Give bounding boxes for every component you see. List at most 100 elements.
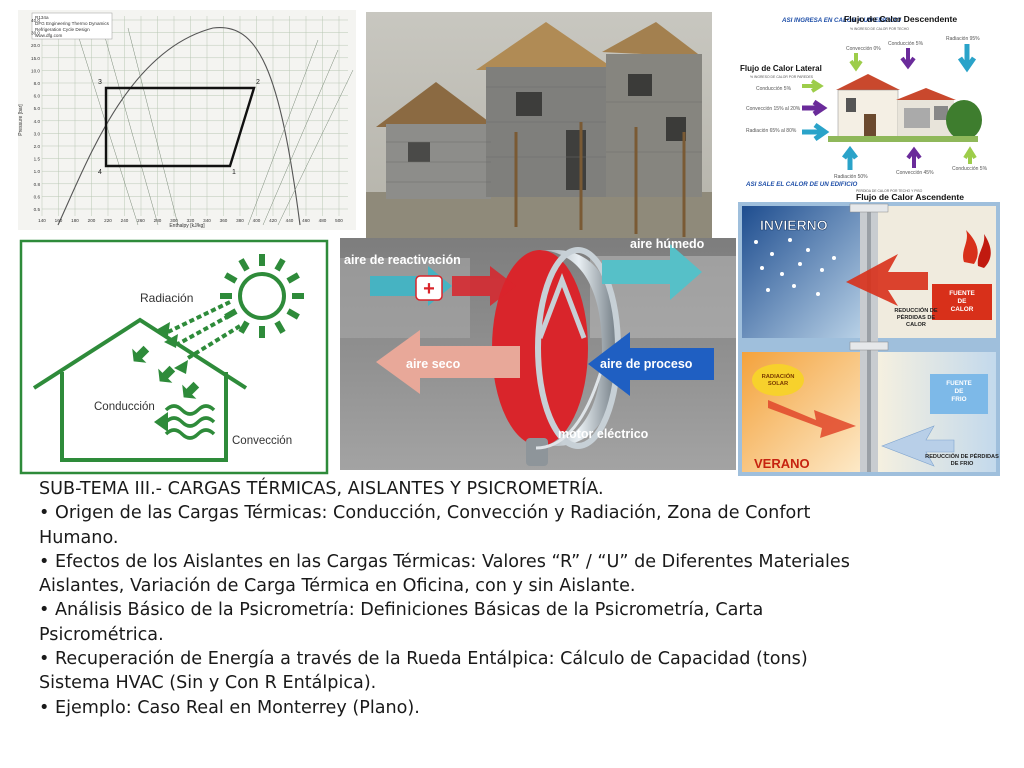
dry-air-label: aire seco <box>406 357 461 371</box>
topic-line: • Origen de las Cargas Térmicas: Conducc… <box>39 503 811 524</box>
heat-lateral-sub: % INGRESO DE CALOR POR PAREDES <box>750 75 814 79</box>
house-photo-svg <box>366 12 712 242</box>
ph-y-tick: 1.0 <box>34 169 41 174</box>
up-label-2: Conducción 5% <box>952 166 988 172</box>
house-diag-svg: Radiación Conducción Convección <box>19 239 329 475</box>
topic-line: • Ejemplo: Caso Real en Monterrey (Plano… <box>39 697 420 718</box>
ph-y-tick: 0.8 <box>34 182 41 187</box>
cycle-outline <box>104 86 256 168</box>
topic-line: • Análisis Básico de la Psicrometría: De… <box>39 600 764 621</box>
topic-line: Humano. <box>39 527 119 548</box>
process-air-arrow <box>588 332 714 396</box>
ph-y-tick: 6.0 <box>34 94 41 99</box>
ph-x-tick: 320 <box>187 218 195 223</box>
wheel-svg: + aire de reactivación aire húmedo aire … <box>340 238 736 470</box>
svg-text:4: 4 <box>98 169 102 176</box>
dry-air-arrow <box>376 330 520 394</box>
reactivation-air-label: aire de reactivación <box>344 253 461 267</box>
up-label-0: Radiación 50% <box>834 174 868 180</box>
convection-label: Convección <box>232 435 292 447</box>
up-label-1: Convección 45% <box>896 170 934 176</box>
svg-text:2: 2 <box>256 79 260 86</box>
ph-x-tick: 160 <box>55 218 63 223</box>
ph-y-tick: 40.0 <box>31 18 40 23</box>
lateral-label-1: Convección 15% al 20% <box>746 106 801 112</box>
ph-y-tick: 30.0 <box>31 31 40 36</box>
topic-line: Psicrométrica. <box>39 624 164 645</box>
house-heat-transfer-diagram: Radiación Conducción Convección <box>18 238 330 476</box>
radiation-label: Radiación <box>140 291 193 305</box>
ph-y-label: Pressure [bar] <box>18 104 24 136</box>
heat-up-title: Flujo de Calor Ascendente <box>856 192 964 202</box>
down-label-2: Radiación 95% <box>946 36 980 42</box>
heat-flow-diagram: ASI INGRESA EN CALOR A UN EDIFICIO Flujo… <box>738 8 1002 204</box>
ph-x-tick: 200 <box>88 218 96 223</box>
ph-x-tick: 400 <box>253 218 261 223</box>
down-label-0: Convección 0% <box>846 46 881 52</box>
heat-flow-svg: ASI INGRESA EN CALOR A UN EDIFICIO Flujo… <box>740 14 988 202</box>
heat-out-title: ASI SALE EL CALOR DE UN EDIFICIO <box>745 181 857 188</box>
topic-line: Sistema HVAC (Sin y Con R Entálpica). <box>39 673 377 694</box>
ph-y-tick: 20.0 <box>31 43 40 48</box>
heat-up-sub: PERDIDA DE CALOR POR TECHO Y PISO <box>856 189 923 193</box>
process-air-label: aire de proceso <box>600 357 693 371</box>
topic-text: SUB-TEMA III.- CARGAS TÉRMICAS, AISLANTE… <box>39 477 999 720</box>
svg-text:1: 1 <box>232 169 236 176</box>
ph-x-tick: 480 <box>319 218 327 223</box>
ph-x-tick: 240 <box>121 218 129 223</box>
ph-y-tick: 1.5 <box>34 157 41 162</box>
subtopic-title: SUB-TEMA III.- CARGAS TÉRMICAS, AISLANTE… <box>39 479 604 499</box>
ph-x-tick: 140 <box>38 218 46 223</box>
heater-icon <box>415 275 443 301</box>
ph-x-tick: 280 <box>154 218 162 223</box>
house-construction-photo <box>366 12 712 242</box>
heat-lateral-title: Flujo de Calor Lateral <box>740 64 822 73</box>
ph-y-tick: 2.0 <box>34 144 41 149</box>
sun-icon <box>238 272 286 320</box>
humid-air-arrow <box>602 244 702 300</box>
humid-air-label: aire húmedo <box>630 238 705 251</box>
ph-y-tick: 10.0 <box>31 68 40 73</box>
enthalpy-wheel-diagram: + aire de reactivación aire húmedo aire … <box>340 238 736 470</box>
ph-y-tick: 4.0 <box>34 119 41 124</box>
ph-x-tick: 260 <box>137 218 145 223</box>
ph-y-tick: 15.0 <box>31 56 40 61</box>
ph-x-tick: 360 <box>220 218 228 223</box>
ph-y-tick: 0.6 <box>34 194 41 199</box>
winter-label: INVIERNO <box>760 217 828 233</box>
summer-label: VERANO <box>754 456 810 471</box>
lateral-label-2: Radiación 65% al 80% <box>746 128 797 134</box>
lateral-label-0: Conducción 5% <box>756 86 792 92</box>
ph-x-tick: 220 <box>104 218 112 223</box>
ph-x-tick: 460 <box>302 218 310 223</box>
heat-down-sub: % INGRESO DE CALOR POR TECHO <box>850 27 909 31</box>
conduction-label: Conducción <box>94 401 155 413</box>
ph-y-tick: 8.0 <box>34 81 41 86</box>
ph-x-tick: 180 <box>71 218 79 223</box>
ph-x-tick: 500 <box>335 218 343 223</box>
ph-y-tick: 3.0 <box>34 131 41 136</box>
svg-text:3: 3 <box>98 79 102 86</box>
down-label-1: Conducción 5% <box>888 41 924 47</box>
ph-y-tick: 0.5 <box>34 207 41 212</box>
motor-label: motor eléctrico <box>558 427 649 441</box>
convection-waves <box>164 404 216 440</box>
ph-y-tick: 5.0 <box>34 106 41 111</box>
ph-x-label: Enthalpy [kJ/kg] <box>169 223 205 229</box>
plus-icon: + <box>423 278 435 300</box>
ph-x-tick: 380 <box>236 218 244 223</box>
topic-line: • Recuperación de Energía a través de la… <box>39 649 808 670</box>
topic-line: Aislantes, Variación de Carga Térmica en… <box>39 576 636 597</box>
ph-x-tick: 340 <box>203 218 211 223</box>
ph-x-tick: 420 <box>269 218 277 223</box>
